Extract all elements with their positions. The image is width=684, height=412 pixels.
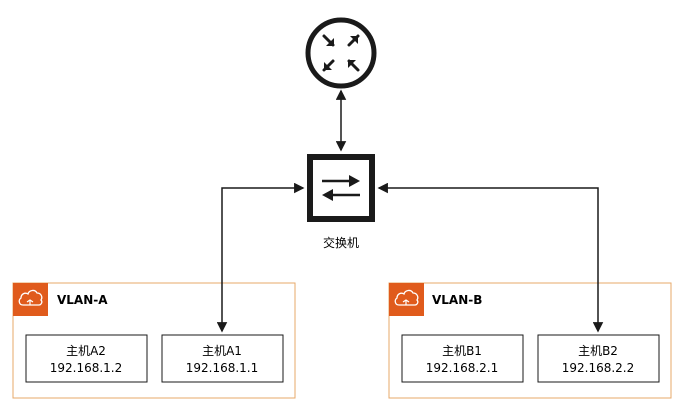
host-name: 主机B2 xyxy=(578,344,618,358)
host-a2-box[interactable]: 主机A2 192.168.1.2 xyxy=(25,334,148,383)
host-name: 主机B1 xyxy=(442,344,482,358)
vlan-b-group: VLAN-B 主机B1 192.168.2.1 主机B2 192.168.2.2 xyxy=(388,282,672,399)
host-b2-box[interactable]: 主机B2 192.168.2.2 xyxy=(537,334,660,383)
switch-icon[interactable] xyxy=(307,154,375,222)
vlan-b-title: VLAN-B xyxy=(432,293,482,307)
host-name: 主机A2 xyxy=(66,344,106,358)
host-ip: 192.168.2.1 xyxy=(426,361,499,375)
switch-host-b2-link xyxy=(377,182,604,333)
cloud-group-icon xyxy=(389,283,424,316)
host-ip: 192.168.1.2 xyxy=(50,361,123,375)
switch-host-a1-link xyxy=(216,182,305,333)
host-ip: 192.168.1.1 xyxy=(186,361,259,375)
host-a1-box[interactable]: 主机A1 192.168.1.1 xyxy=(161,334,284,383)
vlan-a-group: VLAN-A 主机A2 192.168.1.2 主机A1 192.168.1.1 xyxy=(12,282,296,399)
router-icon[interactable] xyxy=(305,17,377,89)
host-b1-box[interactable]: 主机B1 192.168.2.1 xyxy=(401,334,524,383)
cloud-group-icon xyxy=(13,283,48,316)
vlan-a-title: VLAN-A xyxy=(57,293,108,307)
host-ip: 192.168.2.2 xyxy=(562,361,635,375)
switch-label: 交换机 xyxy=(323,235,359,250)
host-name: 主机A1 xyxy=(202,344,242,358)
